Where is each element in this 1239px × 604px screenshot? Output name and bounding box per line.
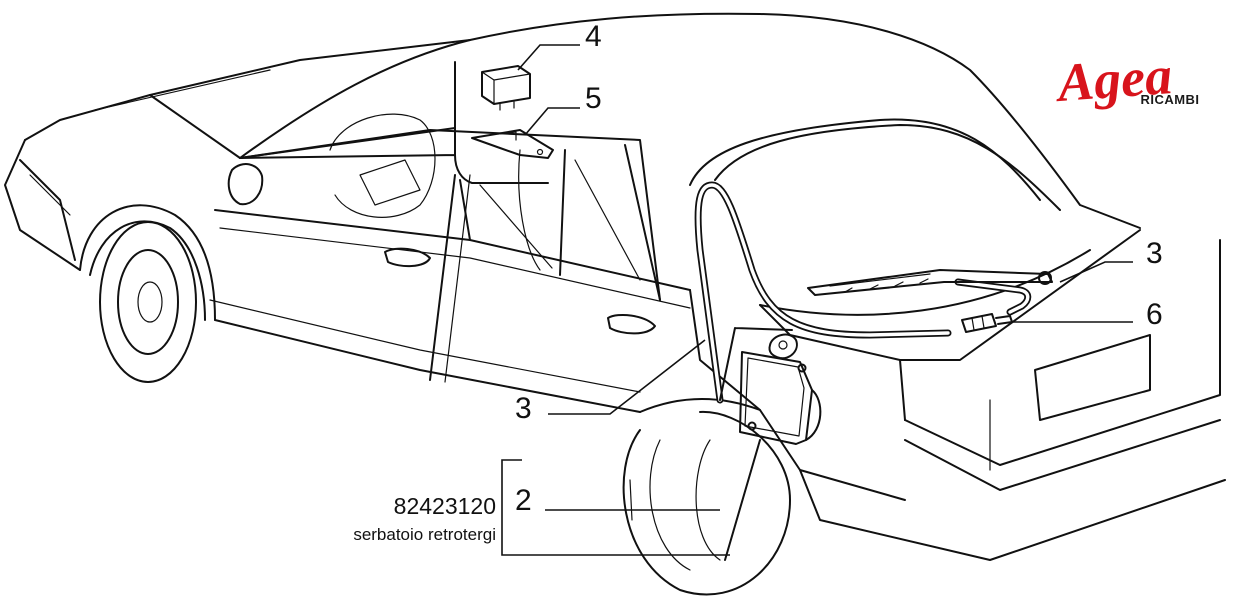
bracket-part: [471, 129, 554, 159]
callout-5: 5: [585, 82, 602, 115]
leader-lines: [501, 44, 1133, 556]
inset-line: [239, 127, 456, 159]
part-number: 82423120: [394, 493, 496, 519]
callout-2: 2: [515, 484, 532, 517]
callout-3-right: 3: [1146, 237, 1163, 270]
callout-3-left: 3: [515, 392, 532, 425]
washer-hose: [694, 181, 1032, 404]
part-description: serbatoio retrotergi: [353, 525, 496, 544]
reservoir-part: [739, 333, 822, 445]
callout-6: 6: [1146, 298, 1163, 331]
nozzle-part: [961, 313, 1013, 333]
brand-name: Agea: [1053, 45, 1174, 113]
relay-part: [481, 65, 531, 111]
brand-subtitle: RICAMBI: [1140, 92, 1199, 107]
brand-logo: Agea RICAMBI: [1053, 45, 1199, 113]
front-wheel: [99, 221, 197, 383]
car-body: [4, 12, 1226, 561]
inset-frame: [239, 61, 549, 184]
callout-4: 4: [585, 20, 602, 53]
wiper-assembly: [807, 269, 1053, 296]
reservoir-inset: [719, 327, 793, 561]
rear-wheel: [622, 410, 791, 596]
